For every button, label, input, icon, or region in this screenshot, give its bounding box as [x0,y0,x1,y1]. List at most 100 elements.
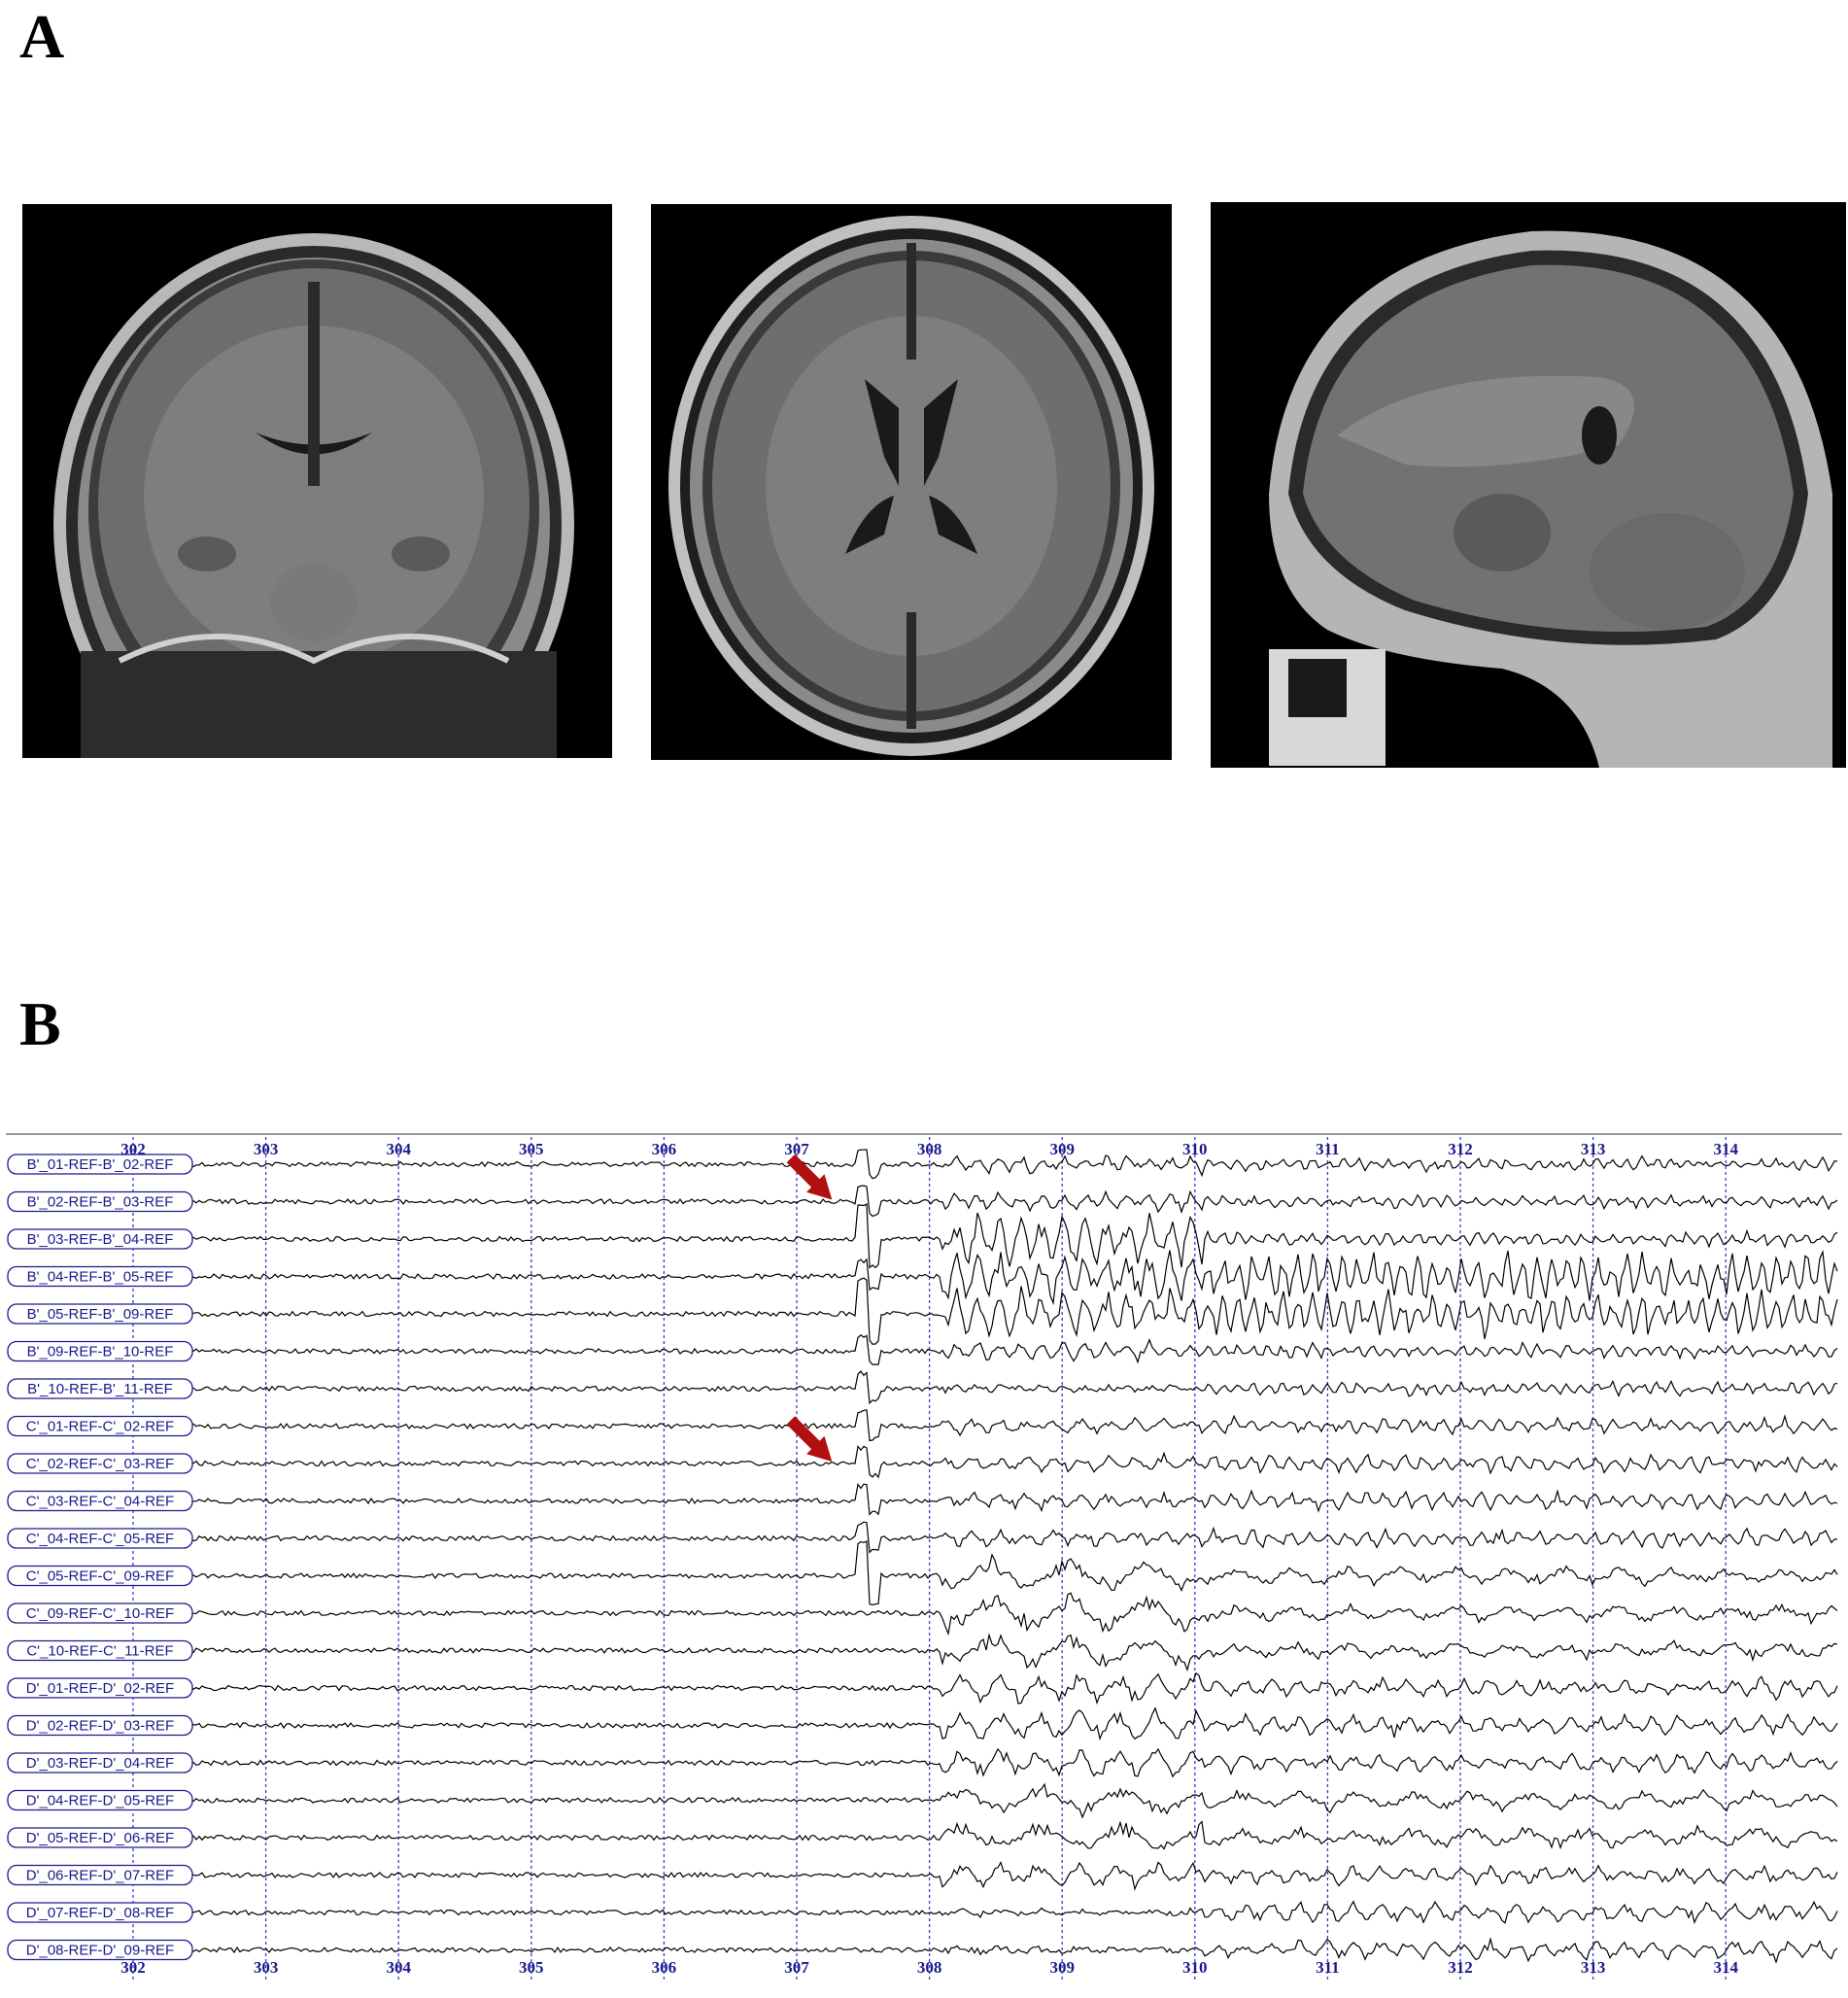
panel-b-label: B [19,989,61,1058]
eeg-tick-top-313: 313 [1581,1140,1606,1158]
eeg-channel-label-text: B'_01-REF-B'_02-REF [27,1156,174,1173]
eeg-trace-12 [184,1539,1838,1606]
eeg-channel-label: D'_04-REF-D'_05-REF [7,1789,193,1811]
eeg-trace-22 [184,1936,1838,1964]
eeg-trace-19 [184,1820,1838,1850]
eeg-trace-8 [184,1409,1838,1442]
eeg-channel-label: D'_01-REF-D'_02-REF [7,1677,193,1699]
eeg-channel-label-text: D'_05-REF-D'_06-REF [26,1830,174,1846]
eeg-trace-11 [184,1521,1838,1554]
eeg-channel-label: B'_04-REF-B'_05-REF [7,1265,193,1288]
eeg-channel-label-text: B'_05-REF-B'_09-REF [27,1306,174,1323]
eeg-tick-bottom-311: 311 [1316,1958,1340,1977]
eeg-channel-label-text: C'_03-REF-C'_04-REF [26,1494,174,1510]
eeg-tick-top-302: 302 [120,1140,146,1158]
eeg-channel-label: B'_01-REF-B'_02-REF [7,1154,193,1175]
eeg-tick-bottom-313: 313 [1581,1958,1606,1977]
eeg-channel-label-text: B'_04-REF-B'_05-REF [27,1269,174,1286]
eeg-tick-top-314: 314 [1713,1140,1738,1158]
eeg-tick-bottom-312: 312 [1448,1958,1473,1977]
eeg-tick-top-310: 310 [1182,1140,1208,1158]
mri-coronal-image [22,204,612,758]
eeg-channel-label-text: C'_05-REF-C'_09-REF [26,1568,174,1585]
eeg-channel-label: C'_09-REF-C'_10-REF [7,1602,193,1624]
eeg-tick-bottom-303: 303 [254,1958,279,1977]
eeg-tick-bottom-307: 307 [784,1958,809,1977]
eeg-channel-label-text: C'_09-REF-C'_10-REF [26,1605,174,1622]
eeg-tick-top-306: 306 [652,1140,677,1158]
eeg-tick-top-309: 309 [1049,1140,1075,1158]
eeg-channel-label-text: D'_04-REF-D'_05-REF [26,1793,174,1809]
eeg-channel-label: B'_03-REF-B'_04-REF [7,1228,193,1250]
eeg-tick-bottom-314: 314 [1713,1958,1738,1977]
eeg-channel-label: D'_07-REF-D'_08-REF [7,1902,193,1923]
eeg-channel-labels: B'_01-REF-B'_02-REF B'_02-REF-B'_03-REF B'… [7,1154,193,1961]
eeg-trace-1 [184,1149,1838,1180]
eeg-channel-label-text: C'_02-REF-C'_03-REF [26,1456,174,1472]
eeg-channel-label-text: D'_07-REF-D'_08-REF [26,1905,174,1921]
eeg-tick-bottom-308: 308 [917,1958,942,1977]
eeg-channel-label-text: C'_10-REF-C'_11-REF [26,1643,173,1660]
eeg-tick-top-308: 308 [917,1140,942,1158]
eeg-tick-top-312: 312 [1448,1140,1473,1158]
eeg-trace-3 [184,1203,1838,1269]
eeg-channel-label-text: B'_10-REF-B'_11-REF [27,1381,173,1397]
eeg-channel-label-text: C'_04-REF-C'_05-REF [26,1531,174,1547]
panel-a-label: A [19,2,65,71]
eeg-trace-13 [184,1592,1838,1636]
eeg-tick-top-304: 304 [386,1140,411,1158]
eeg-tick-bottom-310: 310 [1182,1958,1208,1977]
eeg-trace-7 [184,1370,1838,1405]
red-arrow-icon-2 [786,1416,833,1462]
eeg-channel-label-text: C'_01-REF-C'_02-REF [26,1419,174,1435]
eeg-channel-label: B'_05-REF-B'_09-REF [7,1303,193,1325]
eeg-tick-bottom-305: 305 [519,1958,544,1977]
eeg-channel-label: B'_09-REF-B'_10-REF [7,1340,193,1362]
eeg-channel-label: C'_02-REF-C'_03-REF [7,1453,193,1474]
eeg-tick-bottom-306: 306 [652,1958,677,1977]
eeg-onset-arrows [786,1154,833,1462]
eeg-channel-label-text: B'_02-REF-B'_03-REF [27,1194,174,1211]
eeg-trace-5 [184,1277,1838,1345]
eeg-tick-bottom-309: 309 [1049,1958,1075,1977]
eeg-channel-label: D'_05-REF-D'_06-REF [7,1827,193,1848]
eeg-tick-top-303: 303 [254,1140,279,1158]
eeg-channel-label: C'_03-REF-C'_04-REF [7,1490,193,1512]
eeg-channel-label-text: D'_08-REF-D'_09-REF [26,1943,174,1959]
eeg-trace-17 [184,1747,1838,1778]
eeg-channel-label-text: D'_06-REF-D'_07-REF [26,1868,174,1884]
eeg-channel-label: C'_05-REF-C'_09-REF [7,1565,193,1587]
eeg-trace-4 [184,1249,1838,1306]
eeg-tick-top-305: 305 [519,1140,544,1158]
eeg-channel-label: D'_06-REF-D'_07-REF [7,1864,193,1886]
eeg-traces [184,1149,1838,1964]
eeg-channel-label-text: B'_03-REF-B'_04-REF [27,1231,174,1248]
eeg-trace-2 [184,1185,1838,1218]
eeg-channel-label-text: D'_01-REF-D'_02-REF [26,1680,174,1697]
eeg-tick-bottom-304: 304 [386,1958,411,1977]
eeg-time-gridlines [132,1137,1727,1982]
eeg-tick-bottom-302: 302 [120,1958,146,1977]
eeg-trace-6 [184,1334,1838,1365]
eeg-trace-21 [184,1900,1838,1924]
eeg-channel-label: C'_10-REF-C'_11-REF [7,1639,193,1662]
eeg-tick-top-307: 307 [784,1140,809,1158]
mri-sagittal-image [1211,202,1846,768]
eeg-trace-10 [184,1483,1838,1516]
eeg-channel-label: B'_10-REF-B'_11-REF [7,1378,193,1399]
eeg-channel-label: B'_02-REF-B'_03-REF [7,1190,193,1213]
eeg-channel-label: D'_02-REF-D'_03-REF [7,1714,193,1737]
eeg-trace-9 [184,1444,1838,1479]
eeg-trace-18 [184,1782,1838,1819]
eeg-time-ticks-bottom: 302 303 304 305 306 307 308 309 310 311 312 313 314 [120,1958,1738,1977]
eeg-trace-14 [184,1633,1838,1672]
eeg-channel-label-text: D'_02-REF-D'_03-REF [26,1718,174,1735]
eeg-channel-label: D'_03-REF-D'_04-REF [7,1752,193,1774]
eeg-trace-16 [184,1706,1838,1741]
mri-axial-image [651,204,1172,760]
red-arrow-icon-1 [786,1154,833,1200]
eeg-channel-label-text: B'_09-REF-B'_10-REF [27,1344,174,1361]
eeg-channel-label-text: D'_03-REF-D'_04-REF [26,1755,174,1772]
